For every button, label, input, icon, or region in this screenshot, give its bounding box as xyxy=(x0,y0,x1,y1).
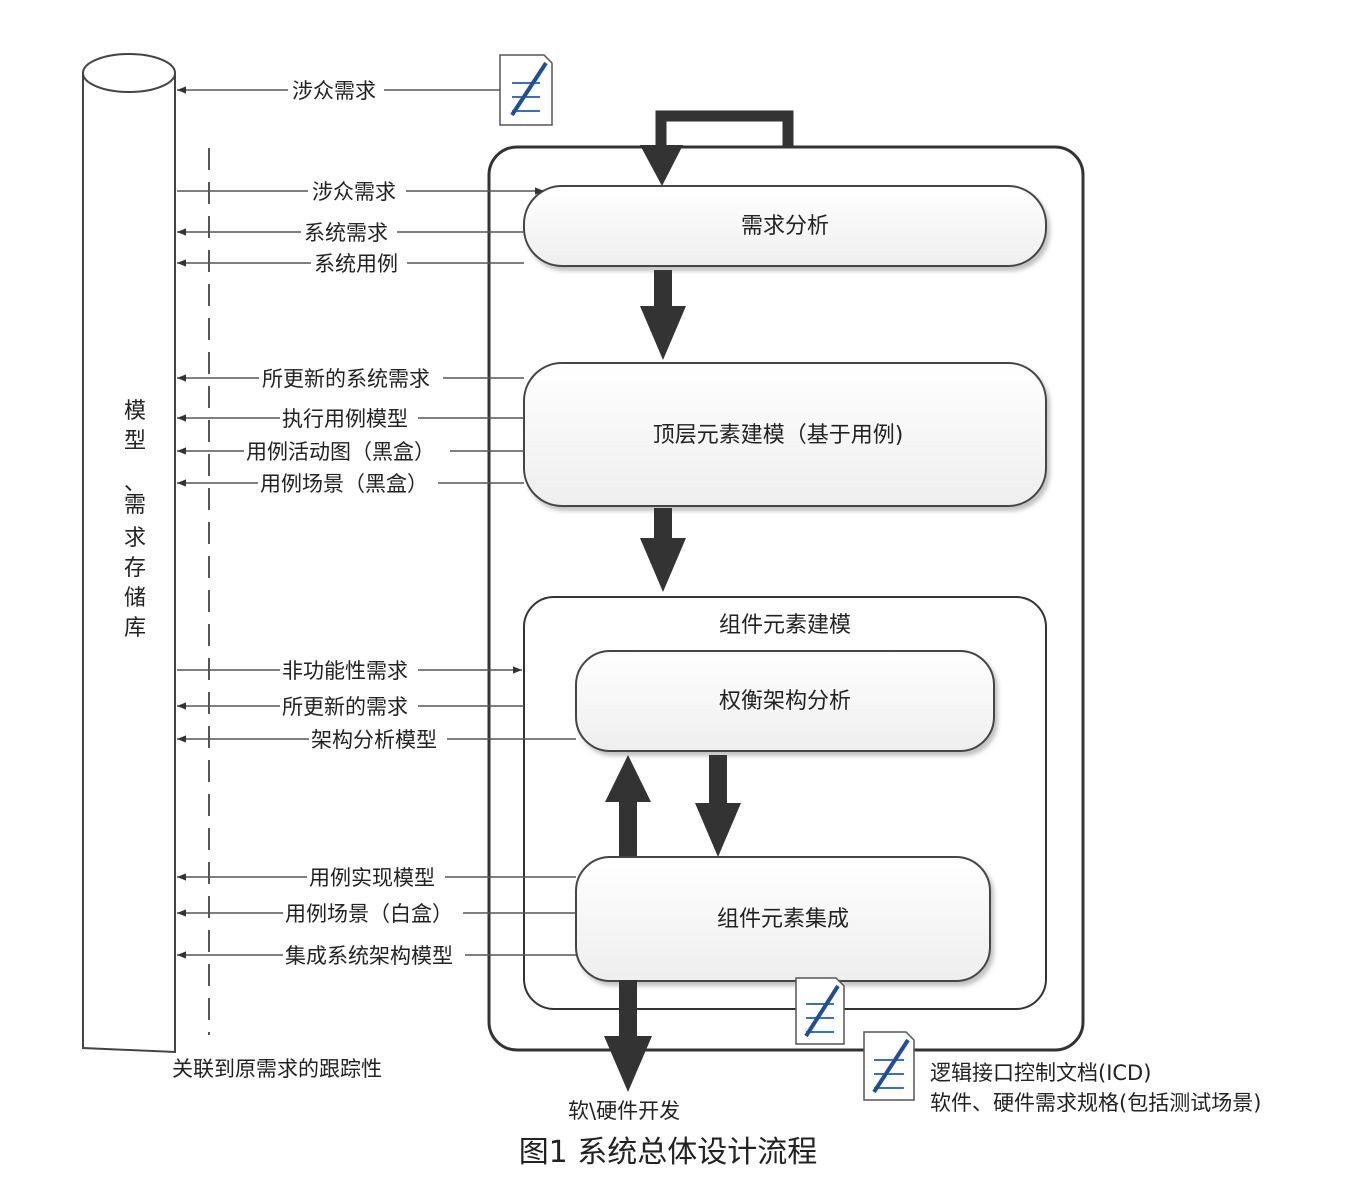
label-usecase-impl-model: 用例实现模型 xyxy=(309,866,435,890)
document-pen-icon xyxy=(499,54,553,126)
title-top-level-modeling: 顶层元素建模（基于用例) xyxy=(653,423,904,448)
label-stakeholder-top: 涉众需求 xyxy=(292,79,376,103)
label-exec-usecase-model: 执行用例模型 xyxy=(282,407,408,431)
label-spec-doc: 软件、硬件需求规格(包括测试场景) xyxy=(930,1091,1261,1115)
title-requirements-analysis: 需求分析 xyxy=(741,214,829,239)
figure-caption: 图1 系统总体设计流程 xyxy=(519,1135,818,1170)
label-sw-hw-dev: 软\硬件开发 xyxy=(568,1099,680,1123)
label-updated-sys-req: 所更新的系统需求 xyxy=(262,367,430,391)
flow-labels: 涉众需求 系统需求 系统用例 所更新的系统需求 执行用例模型 用例活动图（黑盒）… xyxy=(244,178,465,968)
label-sys-usecase: 系统用例 xyxy=(314,252,398,276)
title-component-modeling: 组件元素建模 xyxy=(719,613,851,638)
box-requirements-analysis xyxy=(523,185,1047,267)
label-nonfunc-req: 非功能性需求 xyxy=(282,659,408,683)
title-tradeoff-analysis: 权衡架构分析 xyxy=(719,689,851,714)
label-icd-doc: 逻辑接口控制文档(ICD) xyxy=(930,1061,1151,1085)
label-usecase-activity: 用例活动图（黑盒） xyxy=(246,440,435,464)
label-arch-model: 架构分析模型 xyxy=(311,728,437,752)
trace-label: 关联到原需求的跟踪性 xyxy=(172,1057,382,1081)
box-top-level-modeling xyxy=(523,362,1047,507)
box-component-integration xyxy=(575,856,991,982)
label-updated-req: 所更新的需求 xyxy=(282,695,408,719)
repository-cylinder xyxy=(82,53,176,1054)
loop-arrow-top xyxy=(655,110,794,150)
document-pen-icon xyxy=(795,977,845,1045)
box-tradeoff-analysis xyxy=(575,650,995,752)
label-usecase-scenario-black: 用例场景（黑盒） xyxy=(260,472,428,496)
label-usecase-scenario-white: 用例场景（白盒） xyxy=(285,902,453,926)
label-req-in: 涉众需求 xyxy=(312,180,396,204)
label-integrated-arch-model: 集成系统架构模型 xyxy=(285,944,453,968)
document-pen-icon xyxy=(863,1031,915,1101)
label-sys-req: 系统需求 xyxy=(304,221,388,245)
title-component-integration: 组件元素集成 xyxy=(717,907,849,932)
repository-label: 模 型 、 需 求 存 储 库 xyxy=(124,399,153,641)
